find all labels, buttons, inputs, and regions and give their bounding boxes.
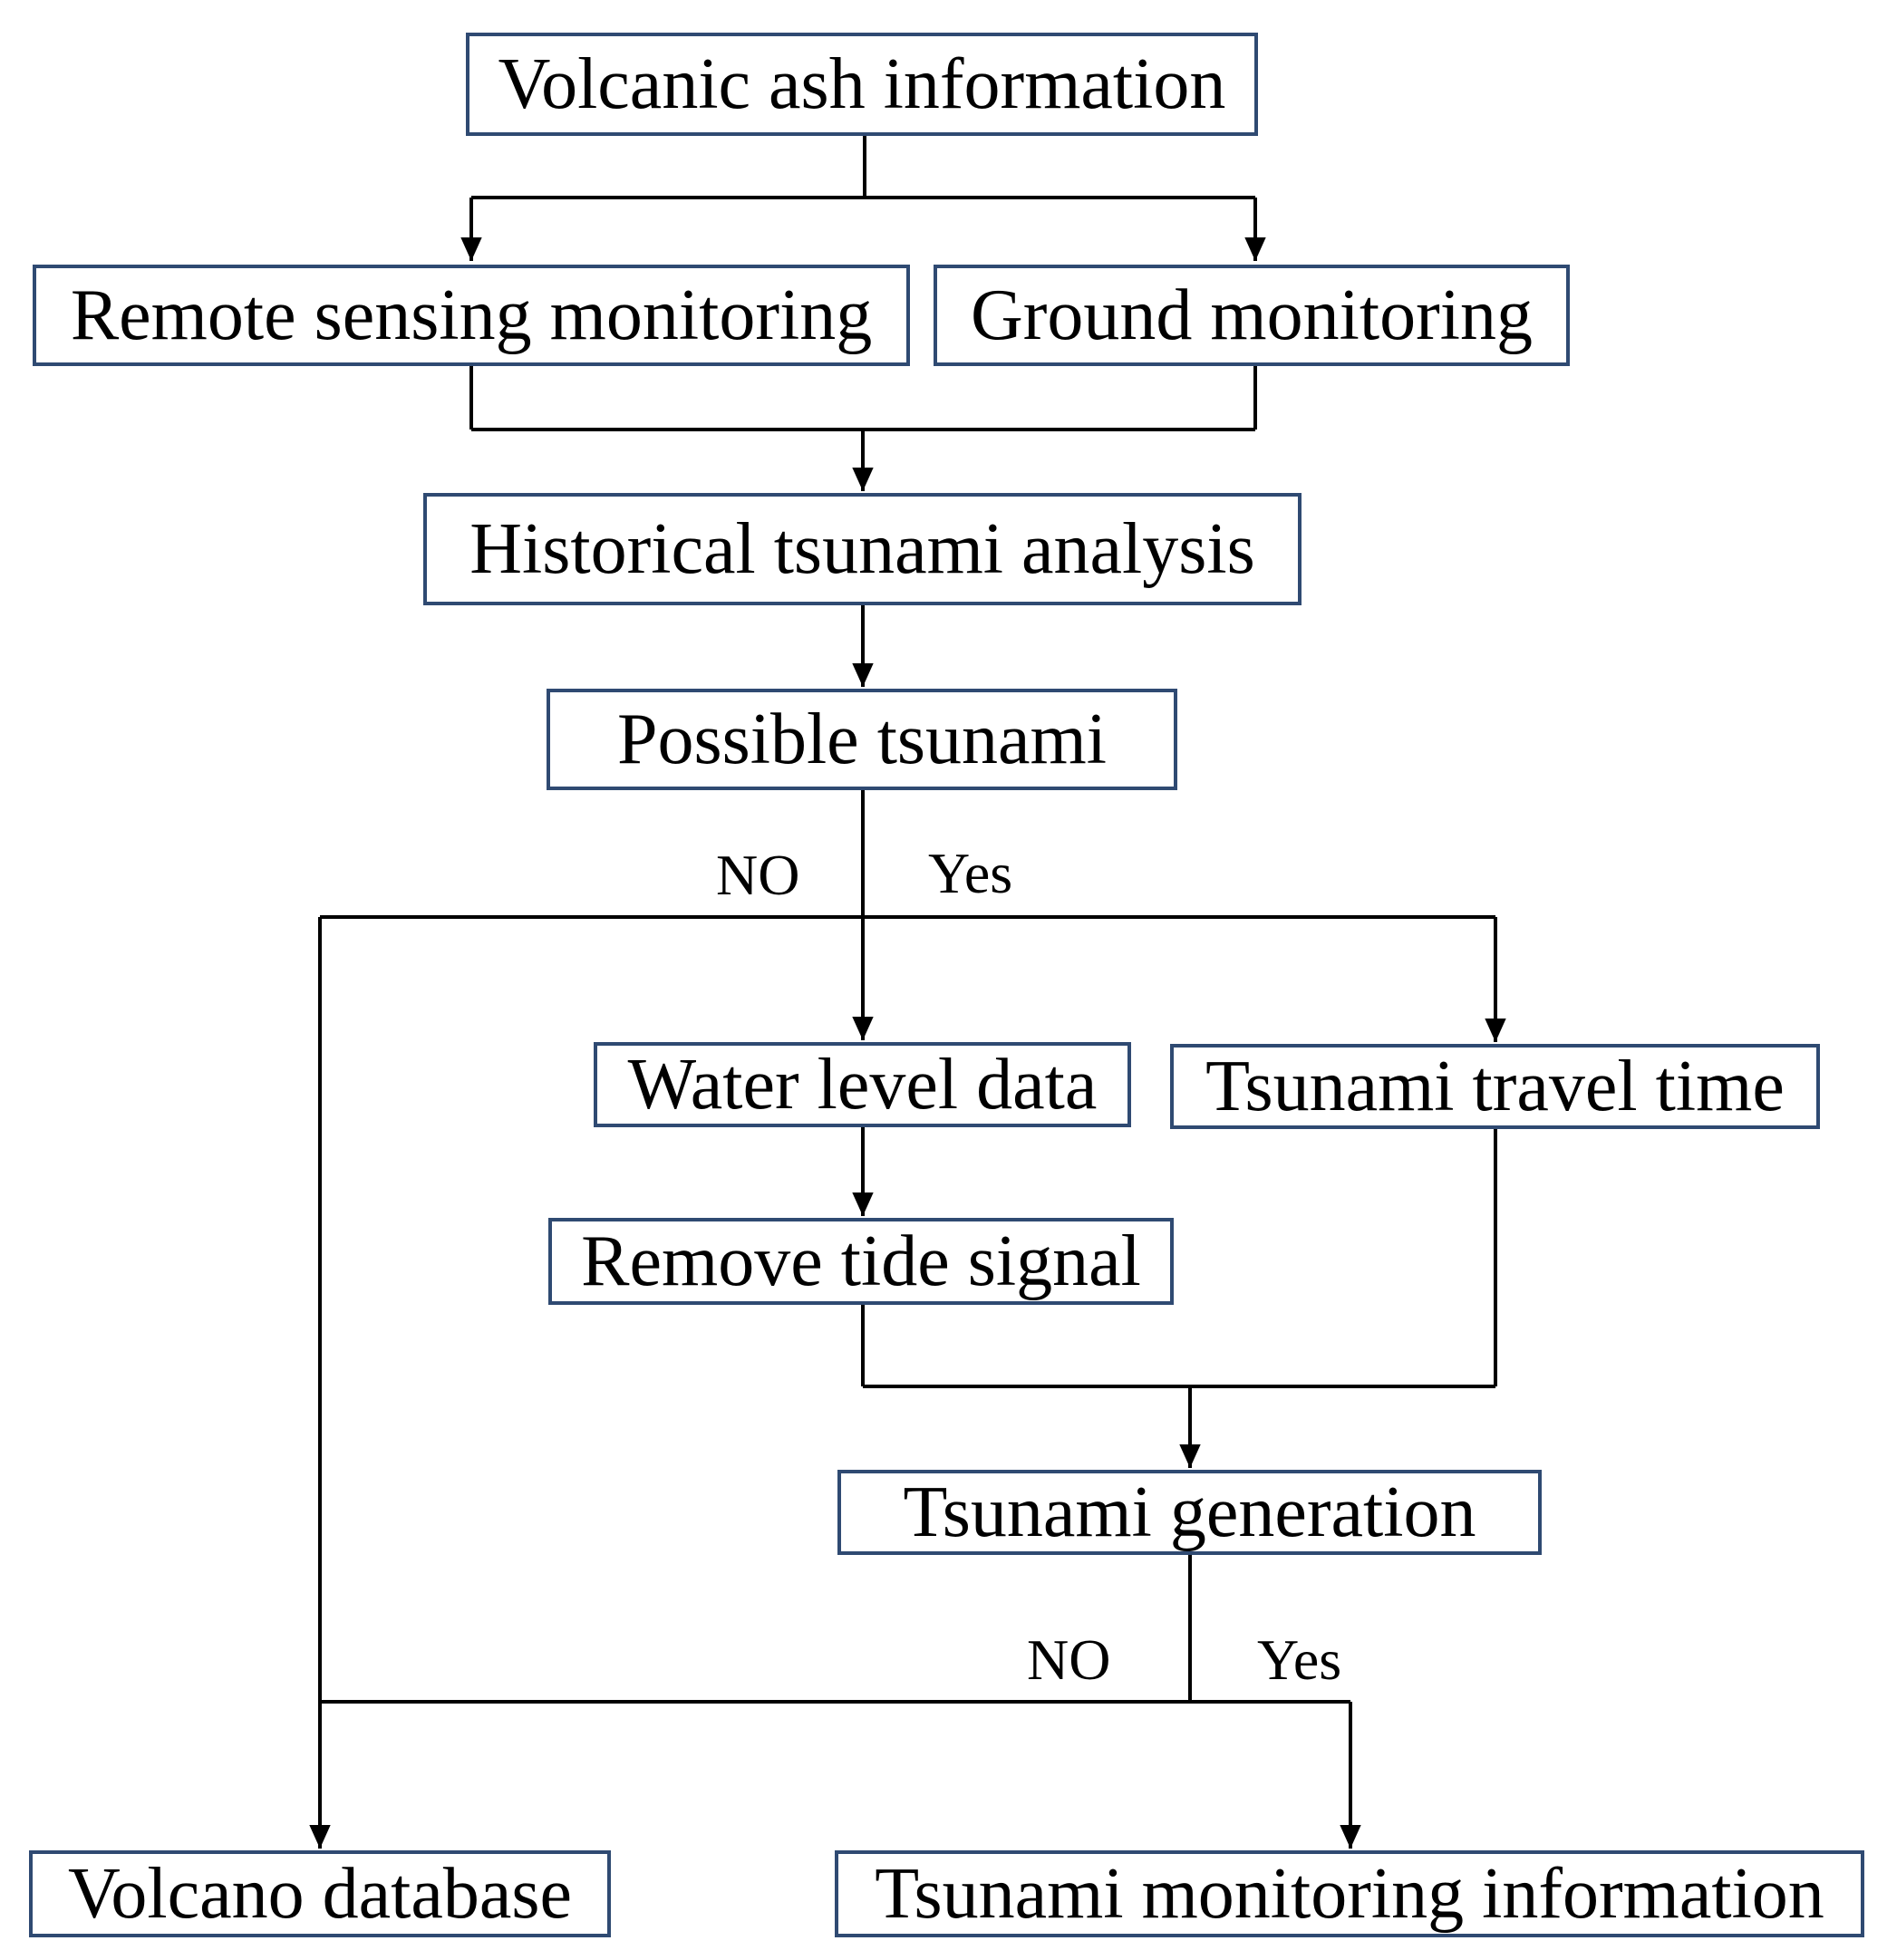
label-possible-tsunami-no: NO <box>716 843 800 907</box>
node-tsunami-monitoring-information: Tsunami monitoring information <box>835 1850 1864 1937</box>
node-remove-tide-signal: Remove tide signal <box>548 1218 1174 1305</box>
node-ground-monitoring: Ground monitoring <box>934 265 1570 366</box>
node-water-level-data: Water level data <box>594 1042 1131 1127</box>
label-tsunami-generation-yes: Yes <box>1257 1627 1342 1692</box>
node-remote-sensing-monitoring: Remote sensing monitoring <box>33 265 910 366</box>
node-tsunami-travel-time: Tsunami travel time <box>1170 1044 1820 1129</box>
label-tsunami-generation-no: NO <box>1027 1627 1111 1692</box>
node-volcanic-ash-information: Volcanic ash information <box>466 33 1258 136</box>
label-possible-tsunami-yes: Yes <box>928 841 1013 905</box>
node-possible-tsunami: Possible tsunami <box>547 689 1177 790</box>
node-volcano-database: Volcano database <box>29 1850 611 1937</box>
node-tsunami-generation: Tsunami generation <box>837 1470 1542 1555</box>
node-historical-tsunami-analysis: Historical tsunami analysis <box>423 493 1302 605</box>
